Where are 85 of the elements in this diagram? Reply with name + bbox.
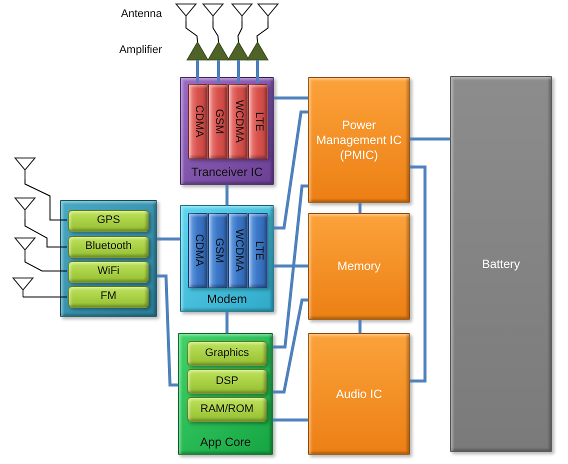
band-label: CDMA	[192, 234, 206, 267]
connector-line	[226, 312, 228, 333]
antenna-wire	[238, 20, 242, 42]
band-label: WCDMA	[232, 229, 246, 272]
connector-line	[273, 418, 308, 422]
block-label: Modem	[206, 292, 248, 307]
connector-line	[237, 60, 240, 83]
connector-line	[157, 274, 178, 386]
band-bar	[208, 213, 228, 288]
block-label: App Core	[199, 435, 252, 450]
band-label: GSM	[212, 238, 226, 264]
block-label: FM	[100, 290, 118, 304]
antenna-wire	[22, 296, 68, 298]
antenna-icon	[257, 3, 279, 21]
amplifier-triangle	[208, 42, 229, 60]
connector-line	[226, 185, 228, 205]
connector-line	[217, 60, 220, 83]
block-label: Power Management IC (PMIC)	[315, 118, 403, 162]
band-label: LTE	[252, 240, 266, 260]
antenna-wire	[186, 20, 198, 42]
connector-line	[196, 60, 199, 83]
connector-line	[410, 166, 426, 382]
connector-line	[358, 203, 362, 213]
antenna-icon	[12, 277, 34, 297]
function-box	[187, 397, 267, 422]
band-label: LTE	[252, 112, 266, 132]
antenna-icon	[14, 237, 36, 259]
band-label: CDMA	[192, 105, 206, 138]
connector-line	[358, 320, 362, 333]
connector-line	[410, 138, 450, 140]
function-box	[68, 261, 149, 283]
block-label: WiFi	[96, 265, 120, 279]
part-label: Amplifier	[118, 44, 162, 56]
chip-box	[308, 333, 410, 455]
band-bar	[208, 84, 228, 159]
function-box	[187, 341, 267, 366]
connector-line	[274, 110, 308, 230]
app-core-block	[178, 333, 273, 455]
function-box	[68, 286, 149, 308]
connector-line	[274, 264, 308, 268]
band-bar	[248, 84, 268, 159]
block-label: Audio IC	[334, 386, 384, 402]
band-bar	[188, 213, 208, 288]
block-label: GPS	[96, 214, 122, 228]
modem-block	[180, 205, 274, 312]
band-label: WCDMA	[232, 100, 246, 143]
connector-line	[273, 184, 308, 348]
amplifier-triangle	[187, 42, 208, 60]
amplifier-triangle	[228, 42, 249, 60]
connector-line	[274, 96, 308, 100]
block-label: DSP	[214, 374, 240, 388]
block-label: Battery	[480, 256, 521, 272]
band-bar	[248, 213, 268, 288]
part-label: Antenna	[120, 8, 162, 20]
antenna-wire	[24, 178, 68, 220]
antenna-wire	[256, 20, 268, 42]
block-label: Tranceiver IC	[190, 165, 264, 180]
block-label: Graphics	[204, 346, 250, 360]
block-label: Bluetooth	[84, 240, 133, 254]
antenna-icon	[14, 197, 36, 219]
chip-box	[308, 213, 410, 320]
antenna-wire	[212, 20, 219, 42]
antenna-icon	[231, 3, 253, 21]
function-box	[187, 369, 267, 394]
function-box	[68, 210, 149, 232]
antenna-icon	[175, 3, 197, 21]
connector-line	[256, 60, 259, 83]
antenna-wire	[24, 218, 68, 248]
antenna-icon	[14, 157, 36, 179]
connector-line	[273, 298, 308, 394]
antenna-icon	[202, 3, 224, 21]
function-box	[68, 236, 149, 258]
connectivity-block	[60, 200, 157, 317]
band-bar	[228, 213, 248, 288]
chip-box	[308, 77, 410, 203]
band-bar	[188, 84, 208, 159]
band-label: GSM	[212, 108, 226, 134]
battery-box	[450, 76, 552, 452]
amplifier-triangle	[247, 42, 268, 60]
connector-line	[157, 238, 180, 240]
block-label: Memory	[336, 259, 382, 274]
band-bar	[228, 84, 248, 159]
transceiver-block	[180, 77, 274, 185]
block-label: RAM/ROM	[199, 402, 255, 416]
antenna-wire	[24, 258, 68, 272]
